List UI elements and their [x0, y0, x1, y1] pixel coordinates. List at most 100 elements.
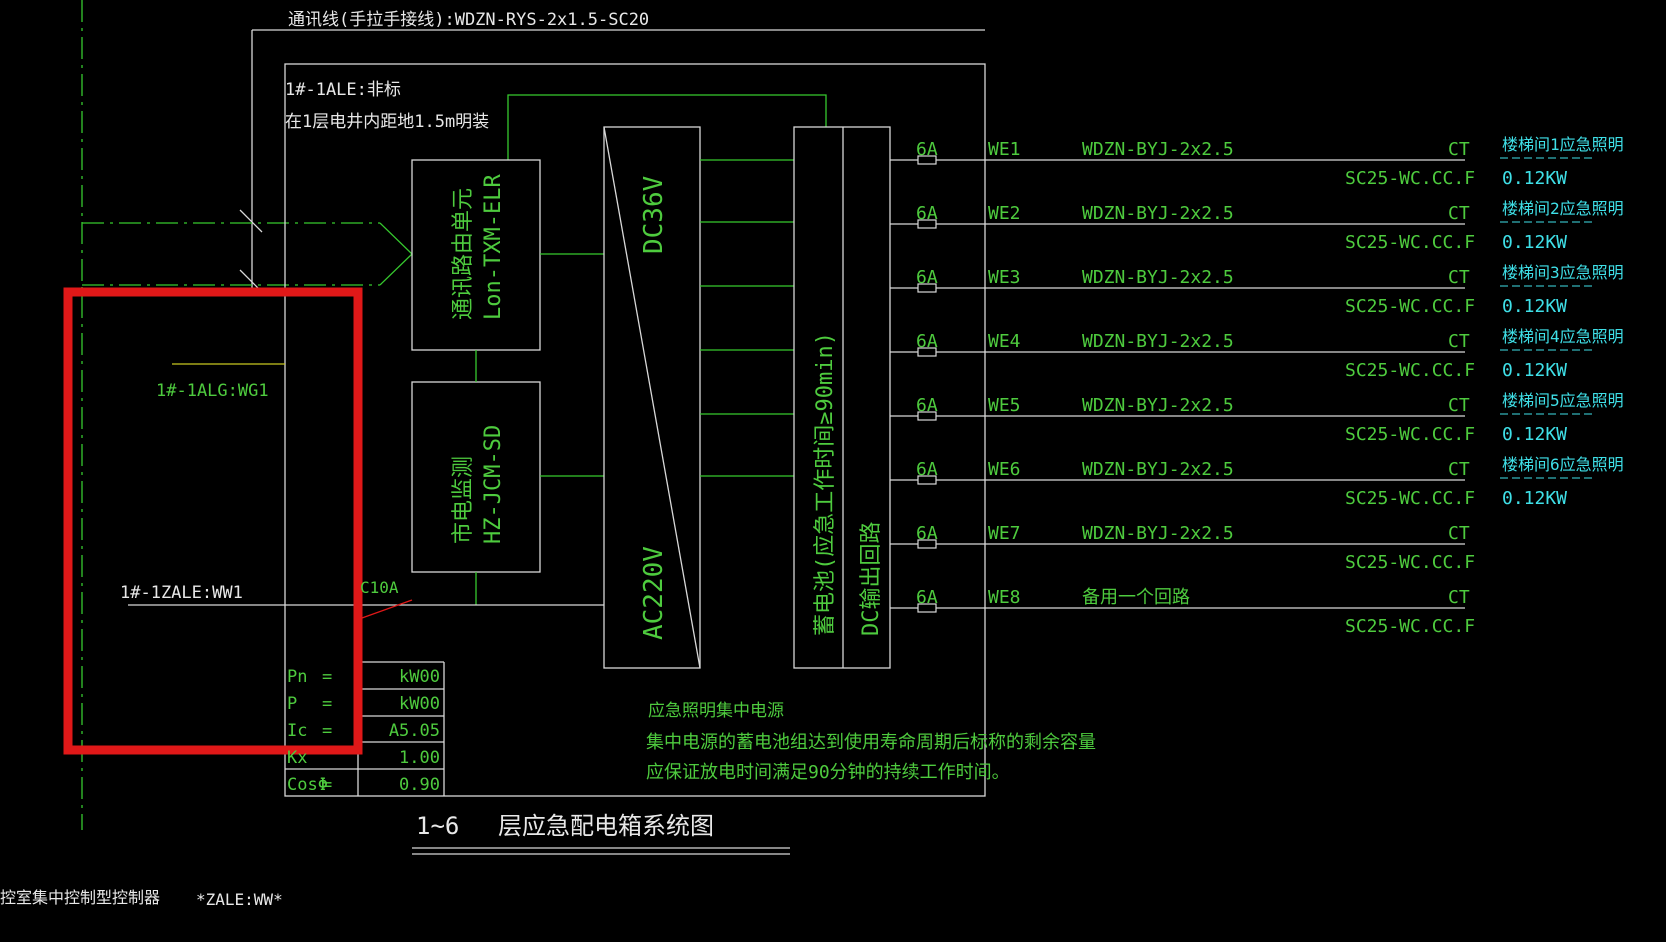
- circuit-conduit: SC25-WC.CC.F: [1345, 488, 1475, 509]
- param-label: Pn: [287, 667, 307, 687]
- circuit-id: WE2: [988, 203, 1021, 224]
- comm-line-label: 通讯线(手拉手接线):WDZN-RYS-2x1.5-SC20: [288, 10, 649, 30]
- circuit-conduit: SC25-WC.CC.F: [1345, 360, 1475, 381]
- feeder-wg-label: 1#-1ALG:WG1: [156, 381, 269, 401]
- circuit-ct: CT: [1448, 139, 1470, 160]
- param-label: CosΦ: [287, 775, 328, 795]
- circuit-load: 楼梯间5应急照明: [1502, 391, 1624, 410]
- param-value: 1.00: [399, 748, 440, 768]
- main-breaker-label: C10A: [360, 578, 399, 597]
- circuit-load: 楼梯间4应急照明: [1502, 327, 1624, 346]
- circuit-breaker-rating: 6A: [916, 459, 938, 480]
- diagram-title-name: 层应急配电箱系统图: [498, 812, 714, 840]
- box-id-label: 1#-1ALE:非标: [285, 80, 401, 100]
- param-row-4: Kx 1.00: [287, 748, 440, 768]
- circuit-id: WE6: [988, 459, 1021, 480]
- mains-monitor-name: 市电监测: [451, 456, 476, 544]
- circuit-breaker-rating: 6A: [916, 395, 938, 416]
- notes-line-1: 集中电源的蓄电池组达到使用寿命周期后标称的剩余容量: [646, 732, 1096, 753]
- param-value: 0.90: [399, 775, 440, 795]
- circuit-power: 0.12KW: [1502, 232, 1567, 253]
- circuit-cable: WDZN-BYJ-2x2.5: [1082, 203, 1234, 224]
- param-label: Kx: [287, 748, 307, 768]
- circuit-row-2: 6A WE2 WDZN-BYJ-2x2.5 CT SC25-WC.CC.F 楼梯间2应急照…: [890, 199, 1624, 253]
- circuit-power: 0.12KW: [1502, 424, 1567, 445]
- circuit-breaker-symbol: [917, 603, 937, 613]
- circuit-id: WE3: [988, 267, 1021, 288]
- circuit-row-3: 6A WE3 WDZN-BYJ-2x2.5 CT SC25-WC.CC.F 楼梯间3应急照…: [890, 263, 1624, 317]
- notes-title: 应急照明集中电源: [648, 701, 784, 721]
- notes-line-2: 应保证放电时间满足90分钟的持续工作时间。: [646, 762, 1010, 783]
- circuit-load: 楼梯间6应急照明: [1502, 455, 1624, 474]
- circuit-cable: WDZN-BYJ-2x2.5: [1082, 331, 1234, 352]
- dc-output-label: DC输出回路: [859, 522, 884, 637]
- param-label: P: [287, 694, 297, 714]
- circuit-conduit: SC25-WC.CC.F: [1345, 168, 1475, 189]
- circuit-id: WE5: [988, 395, 1021, 416]
- circuit-row-6: 6A WE6 WDZN-BYJ-2x2.5 CT SC25-WC.CC.F 楼梯间6应急照…: [890, 455, 1624, 509]
- circuit-conduit: SC25-WC.CC.F: [1345, 296, 1475, 317]
- circuit-breaker-symbol: [917, 475, 937, 485]
- circuit-breaker-rating: 6A: [916, 139, 938, 160]
- circuit-breaker-rating: 6A: [916, 523, 938, 544]
- circuit-cable: WDZN-BYJ-2x2.5: [1082, 267, 1234, 288]
- circuit-breaker-rating: 6A: [916, 331, 938, 352]
- circuit-conduit: SC25-WC.CC.F: [1345, 424, 1475, 445]
- circuit-breaker-symbol: [917, 411, 937, 421]
- circuit-conduit: SC25-WC.CC.F: [1345, 552, 1475, 573]
- param-value: kW00: [399, 667, 440, 687]
- inverter-ac-label: AC220V: [639, 546, 669, 640]
- circuit-cable: WDZN-BYJ-2x2.5: [1082, 523, 1234, 544]
- param-equals: =: [322, 667, 332, 687]
- param-value: A5.05: [389, 721, 440, 741]
- circuit-power: 0.12KW: [1502, 360, 1567, 381]
- circuit-id: WE7: [988, 523, 1021, 544]
- bottom-left-label: 控室集中控制型控制器: [0, 888, 160, 907]
- circuit-id: WE1: [988, 139, 1021, 160]
- circuit-cable: WDZN-BYJ-2x2.5: [1082, 395, 1234, 416]
- circuit-breaker-symbol: [917, 539, 937, 549]
- diagram-title-floors: 1~6: [416, 812, 459, 840]
- comm-unit-model: Lon-TXM-ELR: [481, 174, 506, 320]
- circuit-ct: CT: [1448, 203, 1470, 224]
- param-row-3: Ic = A5.05: [287, 721, 440, 741]
- circuit-ct: CT: [1448, 523, 1470, 544]
- circuit-ct: CT: [1448, 587, 1470, 608]
- circuit-row-7: 6A WE7 WDZN-BYJ-2x2.5 CT SC25-WC.CC.F: [890, 523, 1475, 573]
- param-row-5: CosΦ=0.90: [287, 775, 440, 795]
- param-equals: =: [322, 721, 332, 741]
- circuit-power: 0.12KW: [1502, 296, 1567, 317]
- mount-note: 在1层电井内距地1.5m明装: [285, 112, 489, 132]
- circuit-cable: WDZN-BYJ-2x2.5: [1082, 139, 1234, 160]
- circuit-breaker-symbol: [917, 347, 937, 357]
- feeder-ww-label: 1#-1ZALE:WW1: [120, 583, 243, 603]
- comm-unit-name: 通讯路由单元: [451, 188, 476, 320]
- circuit-conduit: SC25-WC.CC.F: [1345, 616, 1475, 637]
- circuit-breaker-rating: 6A: [916, 203, 938, 224]
- circuit-id: WE8: [988, 587, 1021, 608]
- circuit-ct: CT: [1448, 267, 1470, 288]
- circuit-load: 楼梯间3应急照明: [1502, 263, 1624, 282]
- param-row-1: Pn = kW00: [287, 667, 440, 687]
- circuit-ct: CT: [1448, 331, 1470, 352]
- param-label: Ic: [287, 721, 307, 741]
- circuit-breaker-symbol: [917, 219, 937, 229]
- mains-monitor-model: HZ-JCM-SD: [481, 425, 506, 544]
- circuit-load: 楼梯间2应急照明: [1502, 199, 1624, 218]
- circuit-breaker-rating: 6A: [916, 267, 938, 288]
- circuit-cable: WDZN-BYJ-2x2.5: [1082, 459, 1234, 480]
- circuit-breaker-symbol: [917, 155, 937, 165]
- param-value: kW00: [399, 694, 440, 714]
- circuit-row-1: 6A WE1 WDZN-BYJ-2x2.5 CT SC25-WC.CC.F 楼梯间1应急照…: [890, 135, 1624, 189]
- circuit-ct: CT: [1448, 459, 1470, 480]
- circuit-conduit: SC25-WC.CC.F: [1345, 232, 1475, 253]
- wiring: [81, 0, 986, 855]
- circuit-power: 0.12KW: [1502, 488, 1567, 509]
- circuit-load: 楼梯间1应急照明: [1502, 135, 1624, 154]
- param-row-2: P=kW00: [287, 694, 440, 714]
